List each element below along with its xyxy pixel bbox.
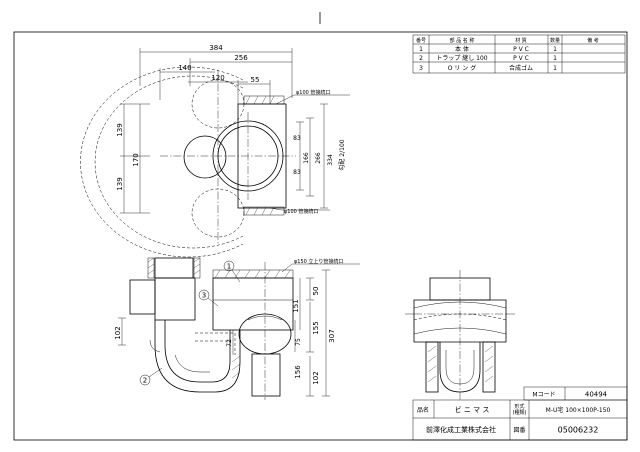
plan-callout-bottom: φ100 管接続口 [284, 208, 318, 215]
side-callout-riser: φ150 立上り管接続口 [294, 258, 343, 265]
parts-row-2-material: P V C [513, 55, 529, 62]
model-label-1: 形式 [514, 403, 524, 410]
model-label-2: (種類) [513, 409, 527, 416]
parts-row-3-name: O リ ン グ [448, 64, 476, 72]
plan-dim-384: 384 [209, 44, 223, 52]
plan-dim-83-top: 83 [293, 135, 301, 142]
parts-row-3-no: 3 [419, 65, 423, 72]
front-view [405, 270, 515, 400]
side-dim-50: 50 [312, 287, 320, 296]
plan-pipe-bottom-stub [243, 206, 285, 216]
side-dim-72: 72 [226, 339, 233, 347]
side-u-trap-inner [164, 320, 231, 383]
model-value: M-U宅 100×100P-150 [546, 406, 611, 414]
plan-small-ring [183, 135, 227, 179]
drawing-border [13, 31, 628, 441]
plan-dim-166: 166 [303, 152, 310, 164]
balloon-2-label: 2 [143, 377, 147, 385]
side-dim-102-right: 102 [312, 371, 320, 384]
plan-dim-266: 266 [315, 152, 322, 164]
drawing-no-label: 図番 [513, 427, 525, 434]
balloon-3-label: 3 [202, 292, 206, 300]
parts-row-1-no: 1 [419, 46, 423, 53]
plan-callout-top: φ100 管接続口 [296, 89, 330, 96]
plan-dim-334: 334 [327, 154, 334, 166]
title-block: Mコード 40494 品名 ビ ニ マ ス 形式 (種類) M-U宅 100×1… [412, 386, 628, 441]
side-dim-156: 156 [294, 365, 302, 379]
side-dim-102-left: 102 [114, 326, 122, 339]
parts-header-note: 備 考 [587, 37, 599, 44]
side-dim-307: 307 [328, 329, 336, 342]
parts-row-2-no: 2 [419, 55, 423, 62]
side-dim-75: 75 [295, 338, 302, 346]
parts-row-3-material: 合成ゴム [509, 64, 533, 72]
parts-header-name: 部 品 名 称 [450, 37, 475, 44]
plan-body-arc [80, 66, 244, 258]
mcode-value: 40494 [585, 391, 608, 399]
plan-dim-140: 140 [178, 64, 191, 72]
drawing-no-value: 05006232 [558, 426, 599, 435]
plan-view: 384 256 140 120 55 139 139 170 83 83 166… [80, 44, 350, 258]
plan-dim-256: 256 [234, 54, 248, 62]
parts-header-no: 番号 [416, 37, 426, 44]
balloon-1 [223, 260, 235, 272]
side-dim-151: 151 [292, 299, 300, 312]
plan-dim-55: 55 [251, 76, 260, 84]
plan-dim-170: 170 [132, 153, 140, 166]
parts-header-material: 材 質 [515, 37, 527, 44]
side-u-trap-outer [154, 320, 241, 393]
parts-row-2-qty: 1 [553, 55, 557, 62]
parts-row-1-qty: 1 [553, 46, 557, 53]
parts-header-qty: 数量 [550, 37, 560, 44]
plan-dim-139-bottom: 139 [116, 177, 124, 190]
plan-dim-139-top: 139 [116, 123, 124, 136]
parts-row-1-material: P V C [513, 46, 529, 53]
mcode-label: Mコード [532, 392, 555, 399]
side-main-body [212, 277, 294, 331]
balloon-1-label: 1 [227, 263, 231, 271]
plan-body-arc-inner [94, 75, 244, 249]
side-outlet-pipe [251, 353, 281, 397]
side-dim-155: 155 [312, 321, 320, 334]
plan-dim-120: 120 [211, 74, 224, 82]
name-label: 品名 [417, 406, 429, 414]
company-name: 前澤化成工業株式会社 [426, 425, 496, 434]
parts-row-3-qty: 1 [553, 65, 557, 72]
plan-slope-label: 勾配 2/100 [338, 139, 346, 170]
parts-row-2-name: トラップ 継し 100 [436, 54, 487, 62]
side-view: 1 3 2 φ150 立上り管接続口 50 151 155 75 307 156… [114, 257, 360, 400]
plan-dim-83-bottom: 83 [293, 169, 301, 176]
balloon-2 [139, 374, 151, 386]
parts-row-1-name: 本 体 [455, 45, 469, 53]
parts-table: 番号 部 品 名 称 材 質 数量 備 考 1 本 体 P V C 1 2 トラ… [412, 34, 626, 74]
name-value: ビ ニ マ ス [455, 405, 490, 414]
balloon-3 [198, 289, 210, 301]
